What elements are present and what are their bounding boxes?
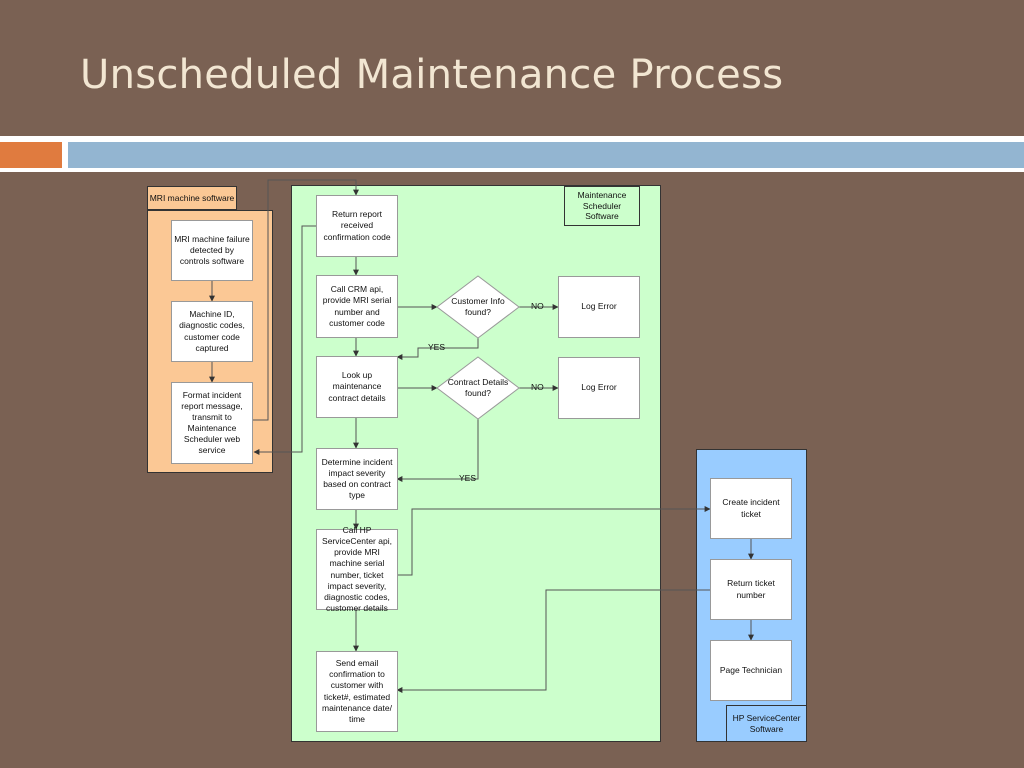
decision-customer-info: Customer Info found? xyxy=(451,296,505,317)
step-log-error-2: Log Error xyxy=(558,357,640,419)
step-lookup-contract: Look up maintenance contract details xyxy=(316,356,398,418)
decision-contract-details-shape xyxy=(436,356,520,420)
step-send-email: Send email confirmation to customer with… xyxy=(316,651,398,732)
lane-label-maintenance-scheduler: Maintenance Scheduler Software xyxy=(564,186,640,226)
step-create-ticket: Create incident ticket xyxy=(710,478,792,539)
step-return-ticket: Return ticket number xyxy=(710,559,792,620)
arrow-return-ticket-to-email xyxy=(396,589,710,693)
step-machine-id: Machine ID, diagnostic codes, customer c… xyxy=(171,301,253,362)
arrow-call-hp-to-create-ticket xyxy=(397,506,711,576)
slide-title: Unscheduled Maintenance Process xyxy=(80,52,784,98)
step-return-report: Return report received confirmation code xyxy=(316,195,398,257)
step-log-error-1: Log Error xyxy=(558,276,640,338)
step-page-technician: Page Technician xyxy=(710,640,792,701)
decision-contract-details: Contract Details found? xyxy=(447,377,509,398)
accent-bar-orange xyxy=(0,142,62,168)
lane-label-mri: MRI machine software xyxy=(147,186,237,210)
step-format-report: Format incident report message, transmit… xyxy=(171,382,253,464)
edge-label-no-2: NO xyxy=(531,382,544,392)
arrow-decision-1-yes xyxy=(396,338,479,360)
arrow-decision-2-yes xyxy=(396,419,479,482)
step-determine-severity: Determine incident impact severity based… xyxy=(316,448,398,510)
step-call-crm: Call CRM api, provide MRI serial number … xyxy=(316,275,398,338)
arrow-format-to-return-report xyxy=(253,179,359,421)
decision-customer-info-shape xyxy=(436,275,520,339)
lane-label-hp-servicecenter: HP ServiceCenter Software xyxy=(726,705,807,742)
accent-bar-blue xyxy=(68,142,1024,168)
step-call-hp: Call HP ServiceCenter api, provide MRI m… xyxy=(316,525,398,613)
step-mri-failure: MRI machine failure detected by controls… xyxy=(171,220,253,281)
edge-label-yes-2: YES xyxy=(459,473,477,483)
arrow-return-report-to-format xyxy=(253,225,317,455)
edge-label-yes-1: YES xyxy=(428,342,446,352)
edge-label-no-1: NO xyxy=(531,301,544,311)
